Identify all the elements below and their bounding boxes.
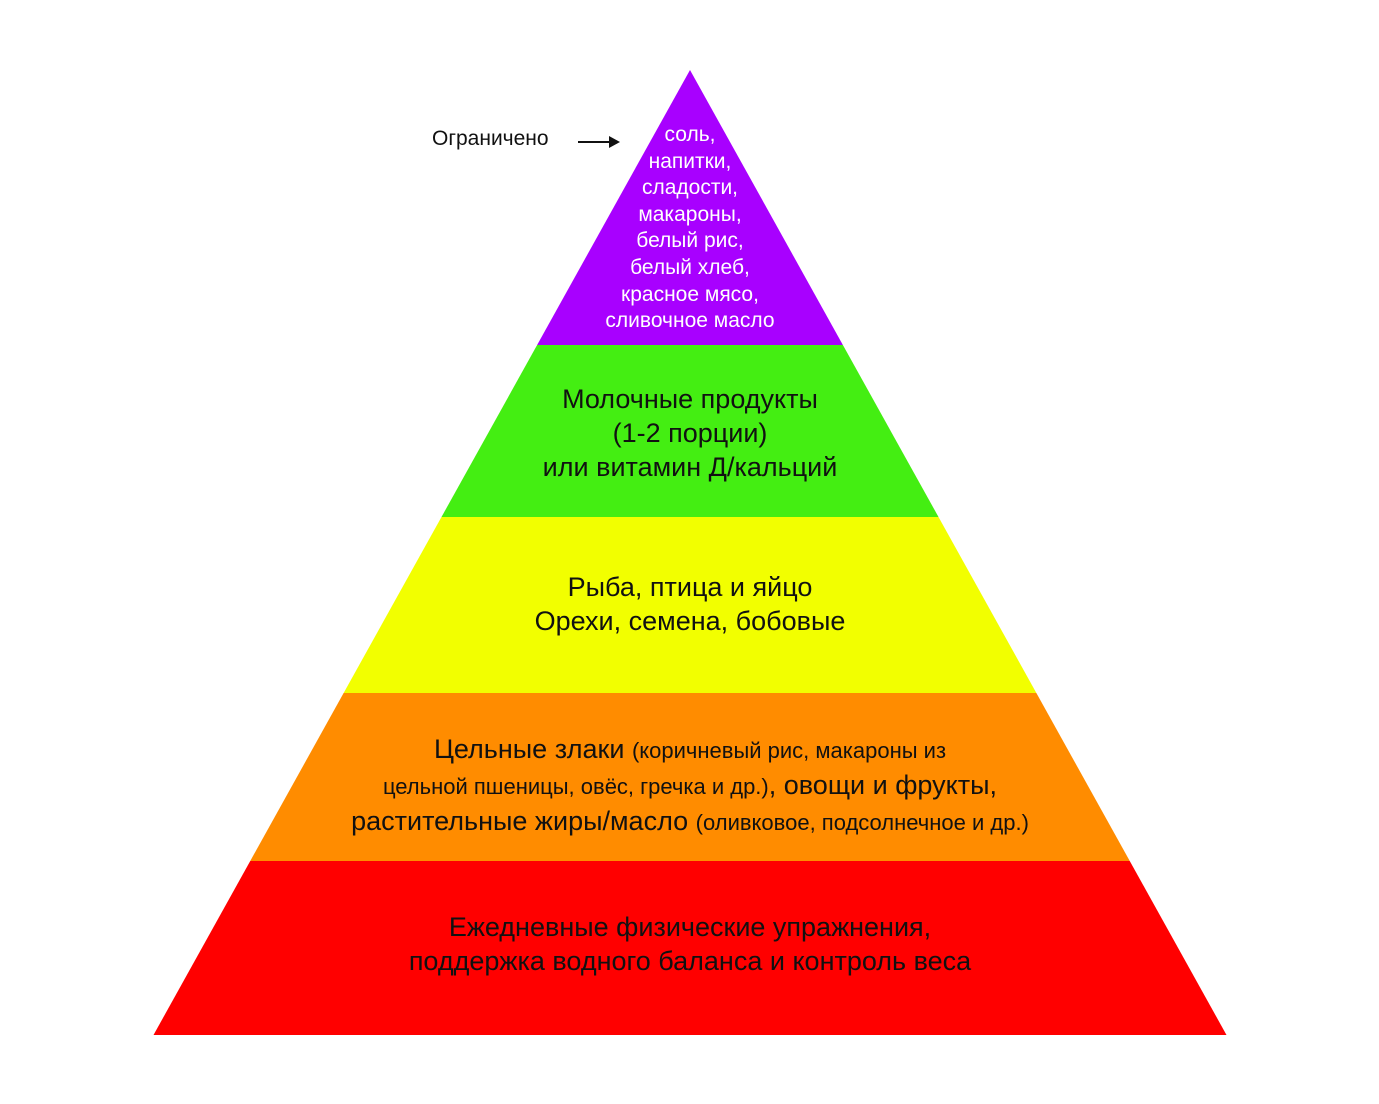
text-span: цельной пшеницы, овёс, гречка и др.) — [382, 774, 769, 799]
text-line: макароны, — [638, 202, 742, 226]
text-line: Цельные злаки (коричневый рис, макароны … — [351, 732, 1029, 768]
text-line: Ежедневные физические упражнения, — [448, 912, 932, 942]
text-span: (коричневый рис, макароны из — [631, 738, 947, 763]
text-span: растительные жиры/масло — [351, 806, 696, 836]
text-line: соль, — [664, 123, 716, 146]
text-span: Цельные злаки — [433, 734, 632, 764]
text-line: напитки, — [648, 149, 732, 173]
limited-label: Ограничено — [432, 127, 549, 150]
pyramid-layer-limited — [537, 70, 843, 345]
text-line: белый рис, — [636, 229, 744, 253]
text-line: Орехи, семена, бобовые — [534, 606, 846, 636]
layer-base-text: Ежедневные физические упражнения, поддер… — [409, 910, 971, 978]
text-line: растительные жиры/масло (оливковое, подс… — [351, 804, 1029, 840]
text-line: сливочное масло — [605, 309, 775, 333]
pyramid-layer-grains — [250, 693, 1130, 861]
layer-protein-text: Рыба, птица и яйцо Орехи, семена, бобовы… — [535, 570, 846, 638]
pyramid-layer-protein — [343, 517, 1037, 693]
text-line: цельной пшеницы, овёс, гречка и др.), ов… — [351, 768, 1029, 804]
text-line: сладости, — [641, 176, 739, 200]
pyramid-layer-dairy — [441, 345, 939, 517]
arrow-right-icon — [578, 136, 620, 148]
text-line: или витамин Д/кальций — [542, 452, 838, 482]
layer-dairy-text: Молочные продукты (1-2 порции) или витам… — [543, 382, 838, 484]
text-span: , овощи и фрукты, — [768, 770, 998, 800]
text-span: (оливковое, подсолнечное и др.) — [695, 810, 1029, 835]
text-line: красное мясо, — [621, 282, 759, 306]
text-line: Молочные продукты — [562, 384, 818, 414]
text-line: поддержка водного баланса и контроль вес… — [408, 946, 972, 976]
text-line: (1-2 порции) — [612, 418, 768, 448]
text-line: белый хлеб, — [630, 255, 750, 279]
pyramid-layer-base — [153, 861, 1227, 1035]
layer-limited-text: соль, напитки, сладости, макароны, белый… — [605, 122, 774, 335]
layer-grains-text: Цельные злаки (коричневый рис, макароны … — [351, 732, 1029, 840]
text-line: Рыба, птица и яйцо — [567, 572, 813, 602]
